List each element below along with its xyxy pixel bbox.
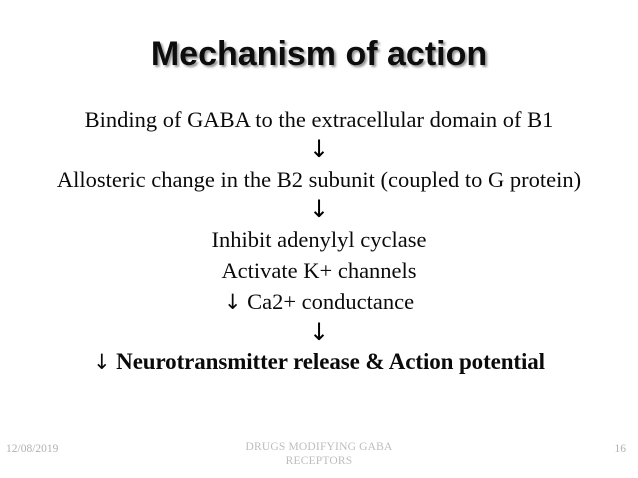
- flow-step-activate-k-channels: Activate K+ channels: [221, 258, 417, 283]
- down-arrow-icon: ↓: [223, 290, 242, 314]
- flow-step-ca-conductance-label: Ca2+ conductance: [241, 289, 415, 314]
- flow-step-neurotransmitter-release-label: Neurotransmitter release & Action potent…: [110, 349, 545, 374]
- down-arrow-icon: ↓: [93, 350, 111, 374]
- footer-subject-label: DRUGS MODIFYING GABA RECEPTORS: [245, 441, 393, 467]
- footer-date: 12/08/2019: [6, 443, 59, 455]
- flow-step-ca-conductance: ↓ Ca2+ conductance: [30, 286, 608, 318]
- down-arrow-icon: ↓: [308, 318, 330, 346]
- down-arrow-icon: ↓: [308, 195, 330, 223]
- content-flow-block: Binding of GABA to the extracellular dom…: [30, 104, 608, 377]
- down-arrow-icon: ↓: [308, 135, 330, 163]
- flow-step-inhibit-adenylyl-cyclase: Inhibit adenylyl cyclase: [211, 227, 427, 252]
- slide-footer: 12/08/2019 DRUGS MODIFYING GABA RECEPTOR…: [0, 434, 638, 472]
- page-title: Mechanism of action: [150, 35, 488, 73]
- flow-step-neurotransmitter-release: ↓ Neurotransmitter release & Action pote…: [30, 347, 608, 377]
- slide-number: 16: [614, 443, 627, 455]
- flow-step-allosteric-change: Allosteric change in the B2 subunit (cou…: [56, 167, 582, 192]
- flow-step-binding: Binding of GABA to the extracellular dom…: [84, 107, 554, 132]
